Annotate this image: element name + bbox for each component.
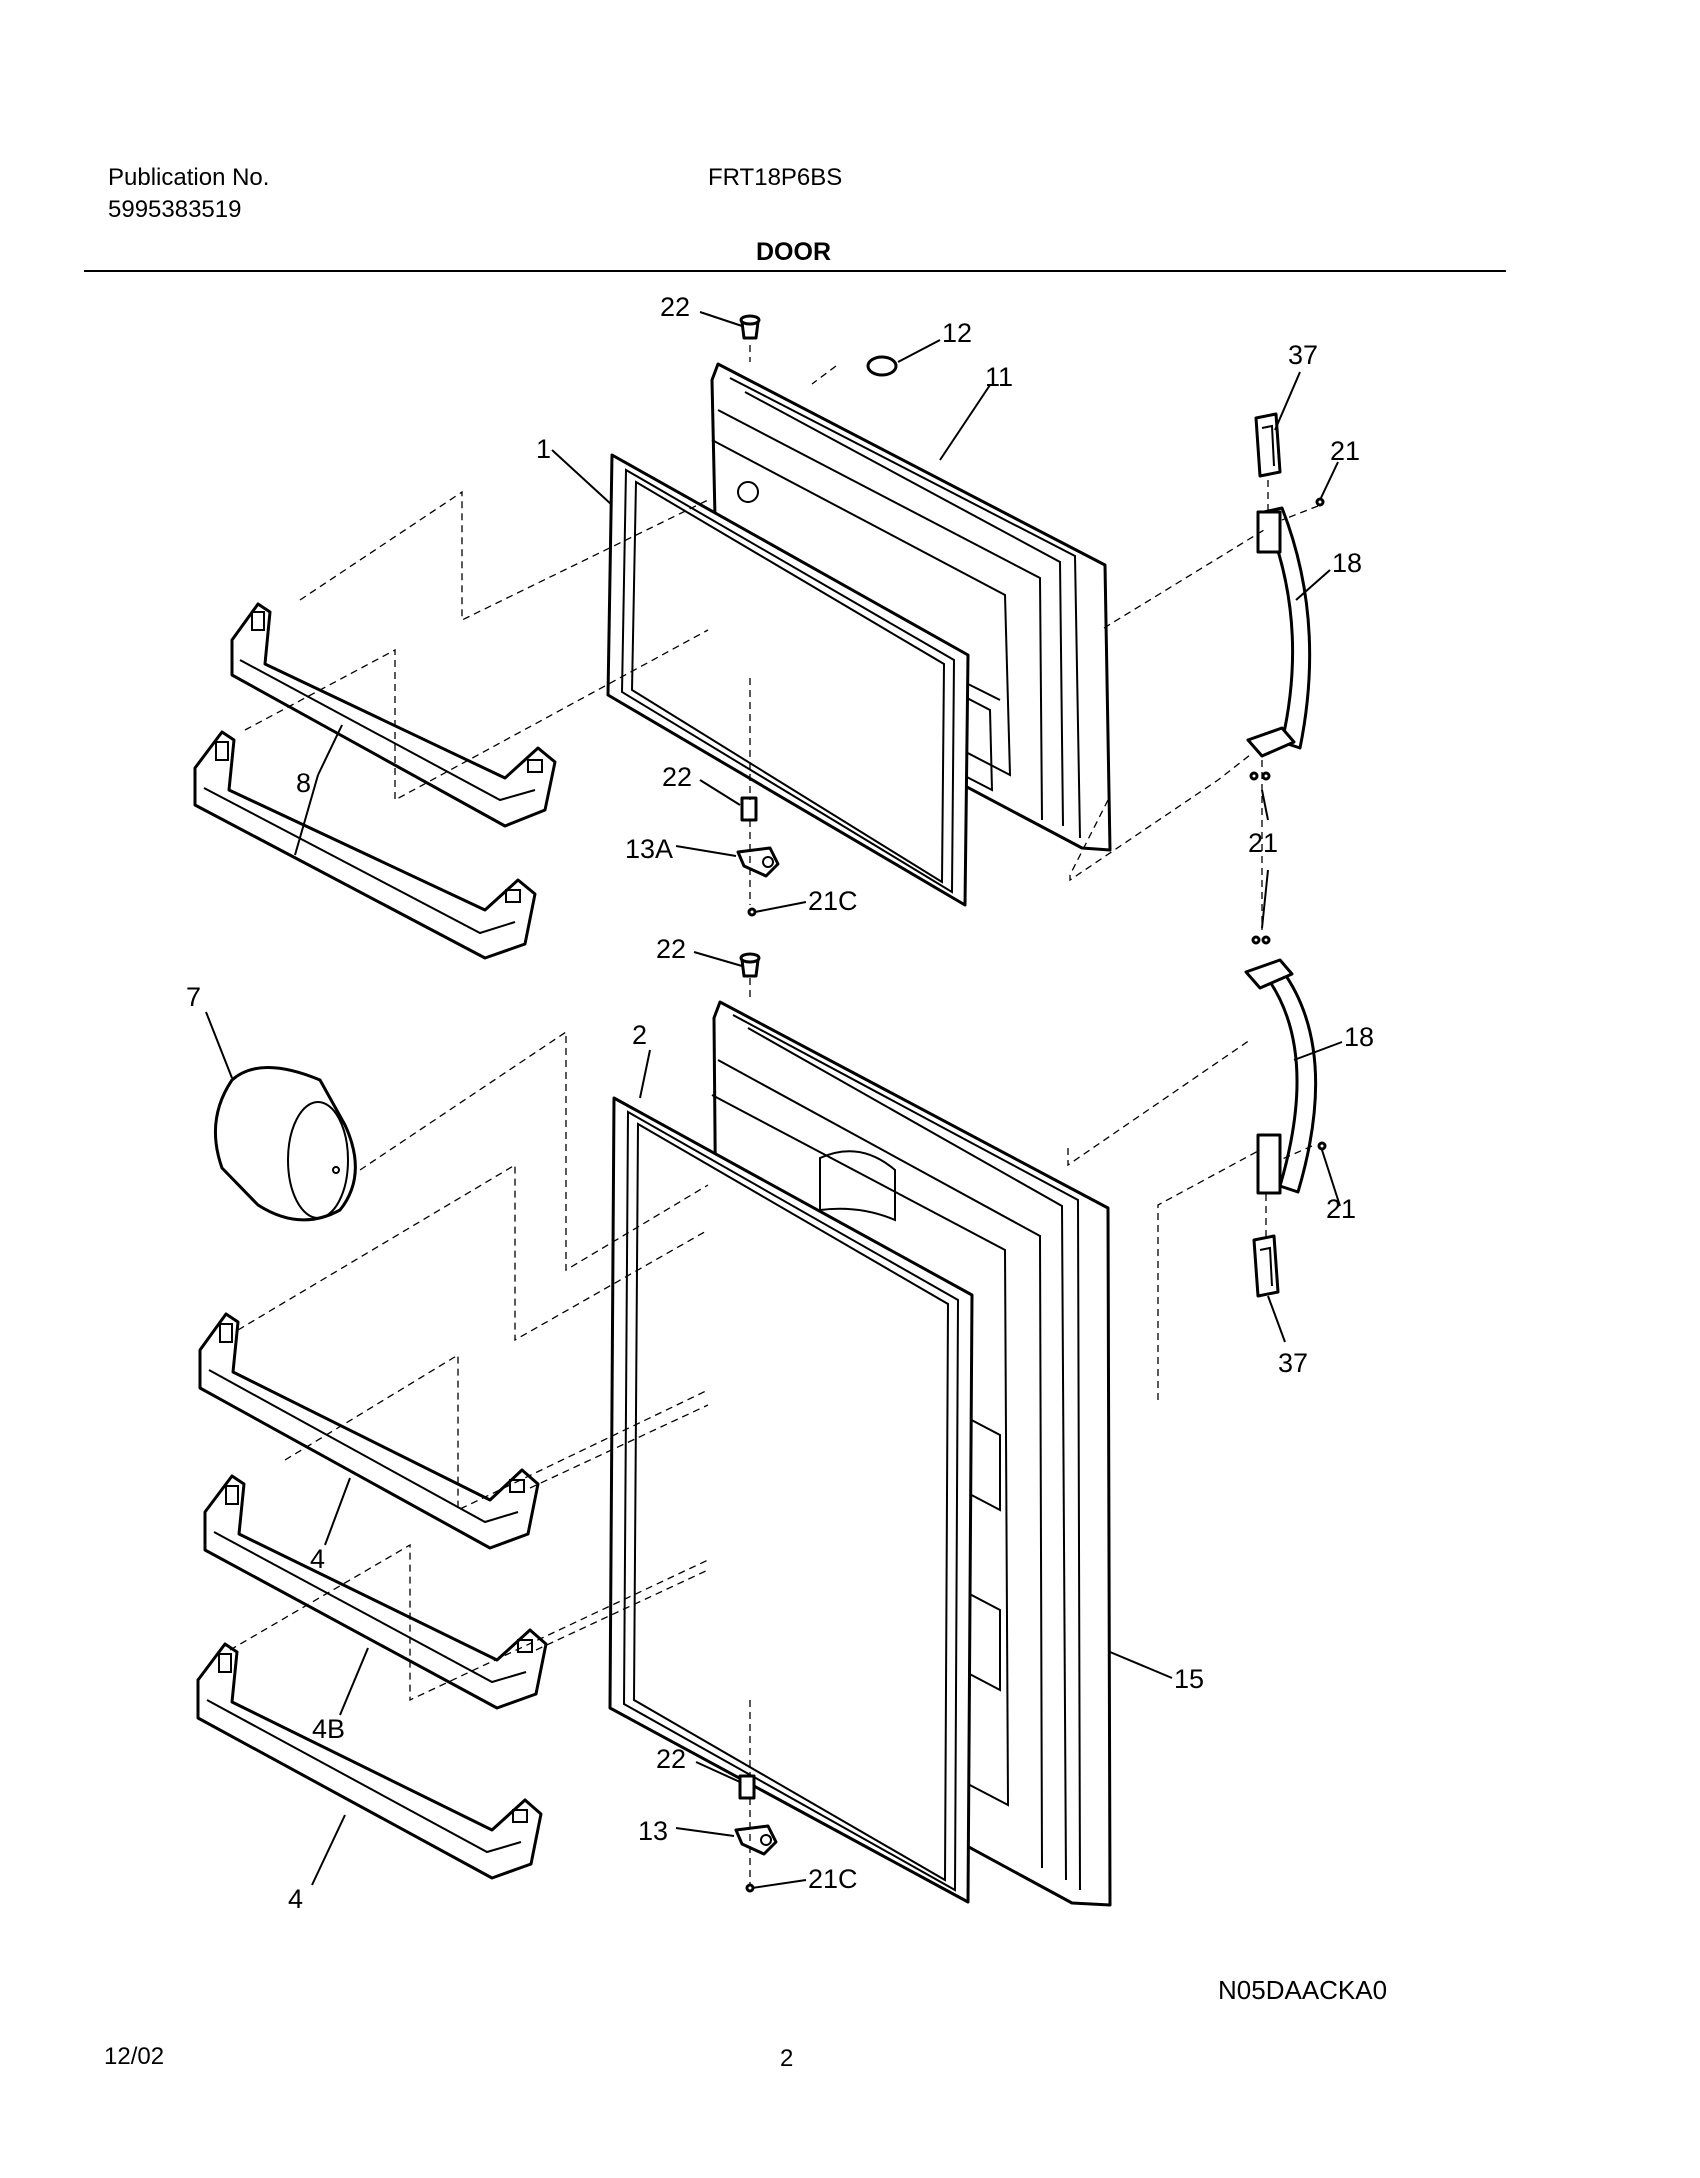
fresh-food-handle-end-cap (1252, 1234, 1280, 1298)
callout-21C: 21C (808, 886, 858, 916)
freezer-handle (1246, 506, 1312, 758)
callout-8: 8 (296, 768, 311, 798)
callout-4: 4 (310, 1544, 325, 1574)
callout-21: 21 (1326, 1194, 1356, 1224)
callout-22: 22 (656, 934, 686, 964)
publication-label: Publication No. (108, 164, 270, 191)
freezer-handle-end-cap (1254, 412, 1282, 478)
assembly-lines (229, 345, 1319, 1885)
callout-13A: 13A (625, 834, 673, 864)
callout-18: 18 (1344, 1022, 1374, 1052)
section-title: DOOR (756, 238, 831, 266)
callout-4B: 4B (312, 1714, 345, 1744)
callout-15: 15 (1174, 1664, 1204, 1694)
leader-lines (205, 311, 1343, 1889)
callout-21C: 21C (808, 1864, 858, 1894)
egg-bin (213, 1066, 357, 1222)
callout-22: 22 (662, 762, 692, 792)
fresh-food-door-shelf-2 (203, 1474, 548, 1710)
callout-22: 22 (656, 1744, 686, 1774)
callout-7: 7 (186, 982, 201, 1012)
diagram-code: N05DAACKA0 (1218, 1975, 1388, 2005)
callout-21: 21 (1248, 828, 1278, 858)
fresh-food-door-shelf-3 (196, 1642, 543, 1880)
fresh-food-door-gasket (608, 1096, 974, 1904)
callout-11: 11 (985, 362, 1013, 392)
fresh-food-door-shelf-1 (198, 1312, 540, 1550)
publication-number: 5995383519 (108, 196, 242, 223)
header-rule (84, 270, 1506, 272)
footer-date: 12/02 (104, 2043, 165, 2070)
callout-18: 18 (1332, 548, 1362, 578)
callout-2: 2 (632, 1020, 647, 1050)
fresh-food-handle (1244, 958, 1318, 1195)
freezer-door-shelf-upper (230, 602, 557, 828)
callout-13: 13 (638, 1816, 668, 1846)
page-number: 2 (780, 2045, 794, 2072)
callout-22: 22 (660, 292, 690, 322)
callout-37: 37 (1278, 1348, 1308, 1378)
callout-12: 12 (942, 318, 972, 348)
callout-labels: 22 12 11 1 37 21 18 8 22 13A 21C 21 22 2… (186, 292, 1374, 1914)
callout-21: 21 (1330, 436, 1360, 466)
model-number: FRT18P6BS (708, 164, 843, 191)
freezer-hardware (736, 314, 1325, 917)
freezer-door-shelf-lower (193, 730, 537, 960)
callout-37: 37 (1288, 340, 1318, 370)
callout-4: 4 (288, 1884, 303, 1914)
callout-1: 1 (536, 434, 551, 464)
fresh-food-hardware (734, 935, 1327, 1893)
freezer-door-gasket (606, 453, 970, 907)
